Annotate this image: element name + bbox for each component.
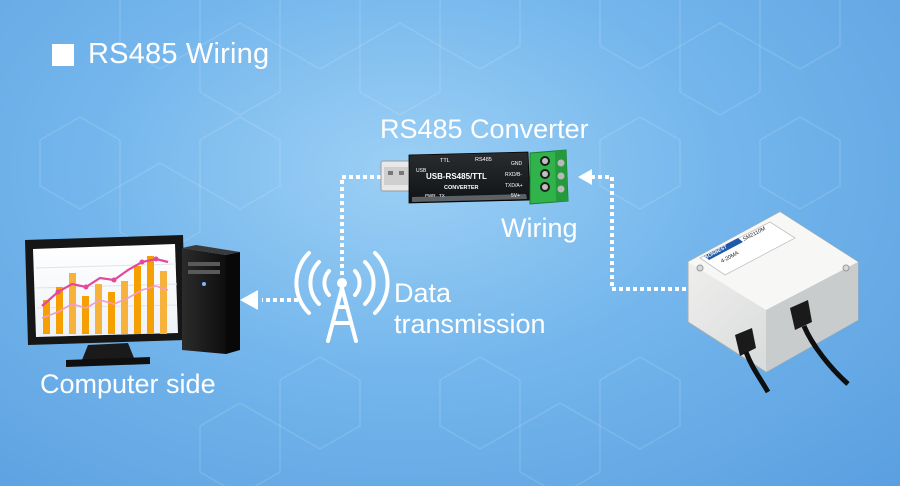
sensor-box-icon: SONBEST SM2110M 4-20MA [687, 211, 859, 394]
data-label-line1: Data [394, 278, 452, 308]
data-label-line2: transmission [394, 309, 546, 340]
converter-tx-text: TX [439, 193, 445, 198]
pin-5v-text: 5V+ [511, 193, 520, 199]
arrow-into-converter-icon [578, 169, 592, 185]
converter-name-text: USB-RS485/TTL [426, 172, 487, 181]
page-title: RS485 Wiring [52, 38, 269, 71]
pc-tower-icon [182, 245, 240, 354]
converter-rs485-top-text: RS485 [475, 157, 492, 163]
terminal-block [529, 149, 569, 205]
converter-pwr-text: PWR [425, 193, 436, 198]
computer-side-label: Computer side [40, 369, 216, 399]
title-square-bullet [52, 43, 74, 66]
data-transmission-label: Data transmission [394, 278, 546, 340]
converter-label: RS485 Converter [380, 114, 589, 144]
converter-sub-text: CONVERTER [444, 185, 479, 191]
usb-converter-icon: TTL RS485 USB-RS485/TTL CONVERTER USB PW… [380, 149, 569, 205]
line-converter-to-sensor [584, 175, 700, 291]
wiring-label: Wiring [501, 213, 578, 243]
arrow-left-icon [240, 290, 258, 310]
wireless-antenna-icon [294, 251, 390, 343]
converter-usb-text: USB [416, 168, 427, 174]
page-title-text: RS485 Wiring [88, 38, 270, 70]
converter-ttl-text: TTL [440, 158, 450, 164]
connection-lines [262, 175, 700, 302]
pin-txd-text: TXD/A+ [505, 183, 523, 189]
line-antenna-to-converter [340, 175, 384, 275]
pin-gnd-text: GND [511, 161, 523, 167]
cable-glands [735, 300, 850, 394]
monitor-chart-line [41, 257, 169, 319]
computer-monitor-icon [25, 235, 186, 367]
pin-rxd-text: RXD/B- [505, 172, 522, 178]
